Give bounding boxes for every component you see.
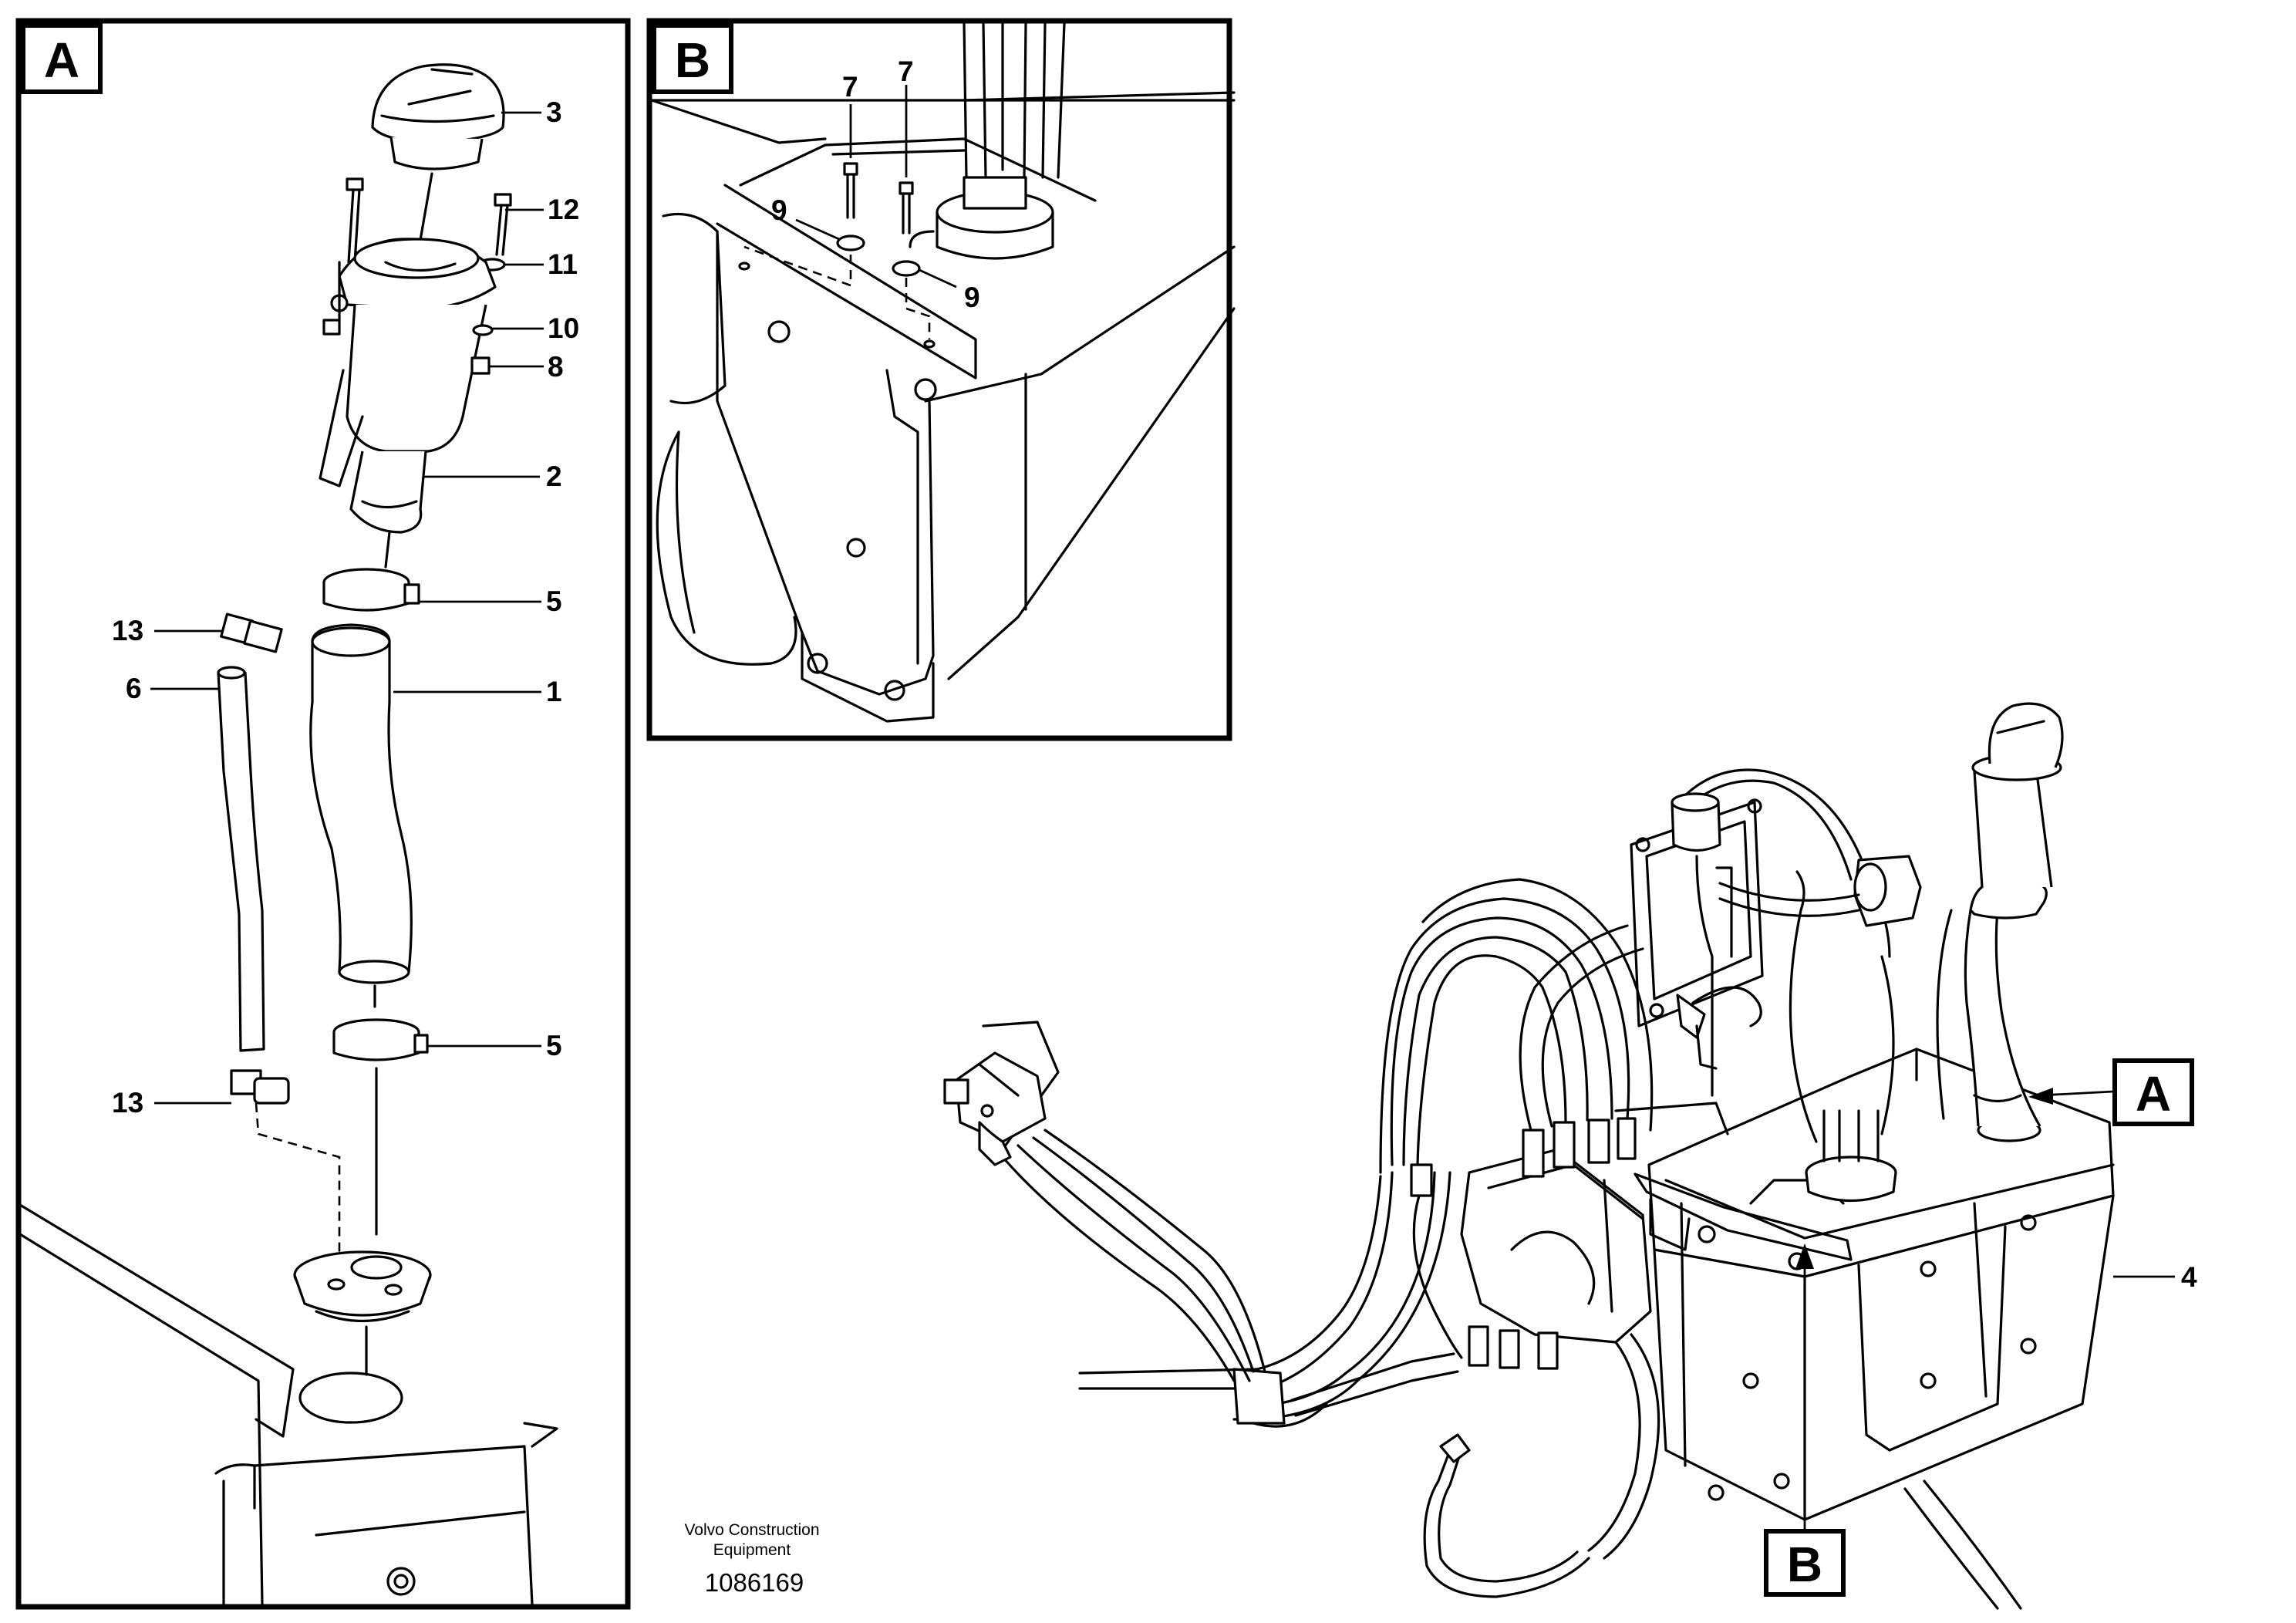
- fitting-upper: [220, 612, 283, 653]
- pilot-valve: [943, 1021, 1060, 1166]
- tank-sender: [1789, 870, 1897, 1203]
- filler-hose: [309, 623, 413, 1008]
- main-tag-a: A: [2136, 1066, 2171, 1122]
- callout-7-left: 7: [842, 71, 858, 103]
- nut-left: [322, 261, 349, 336]
- breather-hose: [217, 666, 265, 1052]
- hose-clamp-upper: [322, 568, 420, 612]
- callout-6: 6: [126, 673, 142, 704]
- callout-11: 11: [548, 248, 578, 280]
- bolt-left: [346, 177, 364, 264]
- bolt-right: [494, 193, 512, 256]
- hydraulic-tank: [1614, 1048, 2115, 1521]
- company-line-2: Equipment: [713, 1541, 791, 1559]
- callout-3: 3: [546, 96, 562, 128]
- filler-cap: [371, 63, 505, 264]
- callout-9-left: 9: [771, 194, 787, 226]
- callout-10: 10: [548, 312, 579, 344]
- callout-7-right: 7: [898, 56, 914, 87]
- callout-4: 4: [2181, 1261, 2197, 1293]
- main-tag-b: B: [1787, 1537, 1822, 1592]
- callouts-a: 3 12 11 10 8 2 5 13 1 6 5 13: [112, 96, 579, 1119]
- bolts-washers-b: [743, 162, 931, 339]
- callout-12: 12: [548, 194, 579, 225]
- callout-2: 2: [546, 461, 562, 492]
- tank-filler-flange: [293, 1250, 432, 1376]
- panel-b: B: [646, 18, 1236, 741]
- nut-8: [470, 356, 491, 375]
- callouts-main: A 4 B: [1764, 1058, 2197, 1597]
- washer-10: [472, 324, 494, 336]
- panel-a: A: [15, 18, 631, 1610]
- panel-b-tag: B: [675, 32, 710, 88]
- fitting-lower: [230, 1069, 341, 1265]
- callout-1: 1: [546, 676, 562, 707]
- callout-9-right: 9: [964, 282, 980, 313]
- callout-13-upper: 13: [112, 615, 143, 646]
- filler-neck: [319, 238, 497, 569]
- footer: Volvo Construction Equipment 1086169: [684, 1521, 819, 1597]
- panel-a-tag: A: [44, 32, 79, 88]
- callout-8: 8: [548, 351, 564, 383]
- control-valve: [1410, 1117, 1652, 1370]
- callout-5-upper: 5: [546, 585, 562, 617]
- breather-and-valve: [1630, 768, 1922, 1097]
- tank-filler-pipe: [1936, 702, 2064, 1142]
- callout-5-lower: 5: [546, 1030, 562, 1061]
- drawing-number: 1086169: [705, 1568, 804, 1597]
- company-line-1: Volvo Construction: [684, 1521, 819, 1539]
- panel-b-tag-box: [652, 23, 733, 94]
- tank-top-detail: [650, 22, 1236, 723]
- hose-bundle: [1001, 878, 2022, 1610]
- panel-b-frame: [646, 18, 1232, 741]
- main-tag-b-box: [1764, 1529, 1846, 1597]
- panel-a-tag-box: [21, 23, 103, 94]
- callouts-b: 7 7 9 9: [771, 56, 980, 313]
- panel-a-frame: [15, 18, 631, 1610]
- hose-clamp-lower: [332, 1018, 429, 1236]
- callout-13-lower: 13: [112, 1087, 143, 1119]
- tank-body: [19, 1203, 558, 1606]
- main-assembly: A 4 B: [943, 702, 2197, 1610]
- main-tag-a-box: [2112, 1058, 2194, 1126]
